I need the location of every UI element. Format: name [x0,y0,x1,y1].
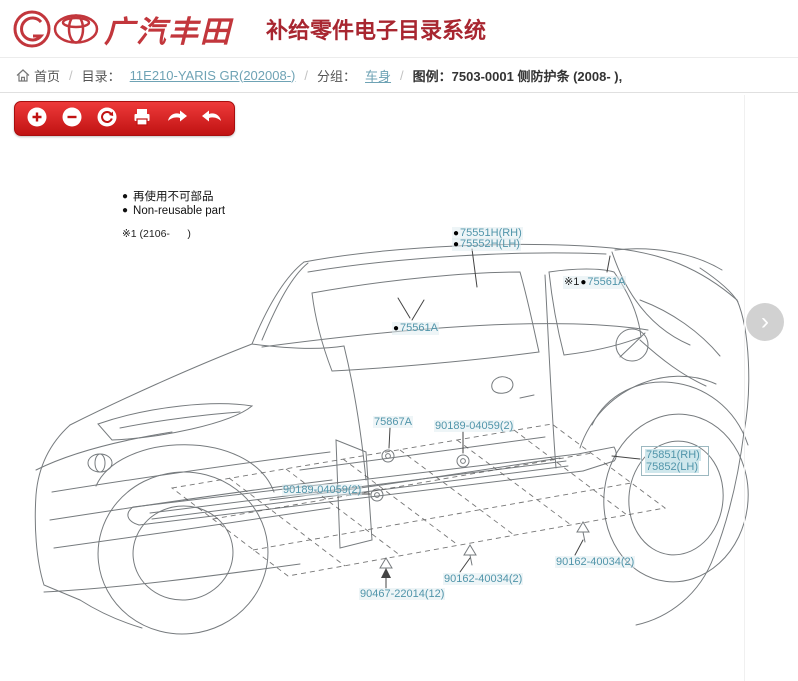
non-reusable-dot-icon: ● [453,239,460,250]
bullet-icon: ● [122,205,129,216]
toyota-logo-icon [53,13,99,44]
part-number-text: 75851(RH) [646,449,700,461]
breadcrumb-separator: / [304,67,308,83]
note-ref-marker: ※1 [564,276,580,288]
home-icon [16,68,30,82]
non-reusable-dot-icon: ● [393,323,400,334]
part-number-text: 75551H(RH) [460,227,522,239]
part-number-text: 90162-40034(2) [444,573,523,585]
part-number-text: 75867A [374,416,412,428]
part-number-label[interactable]: 90189-04059(2) [434,420,515,432]
part-number-label[interactable]: 90467-22014(12) [359,588,446,600]
app-header: 广汽丰田 补给零件电子目录系统 [0,0,798,58]
redo-icon [165,106,189,131]
undo-button[interactable] [200,107,224,131]
legend-text-cn: 再使用不可部品 [133,191,214,203]
print-button[interactable] [130,107,154,131]
bullet-icon: ● [122,191,129,202]
legend-note: ※1 (2106- ) [122,228,191,240]
home-label: 首页 [34,68,61,84]
part-number-label[interactable]: 75851(RH) [645,449,701,461]
legend-text-en: Non-reusable part [133,205,226,217]
part-number-text: 75852(LH) [646,461,698,473]
diagram-toolbar [14,101,235,136]
part-number-label[interactable]: ※1●75561A [563,276,627,289]
part-number-text: 75552H(LH) [460,238,520,250]
breadcrumb-separator: / [400,67,404,83]
gac-logo-icon [13,10,51,47]
part-number-text: 75561A [400,322,438,334]
part-number-label[interactable]: 90189-04059(2) [282,484,363,496]
group-link[interactable]: 车身 [365,68,392,84]
breadcrumb-separator: / [69,67,73,83]
zoom-out-icon [61,106,83,131]
non-reusable-dot-icon: ● [580,277,587,288]
part-number-text: 75561A [587,276,626,288]
part-number-label[interactable]: ●75561A [392,322,439,335]
refresh-icon [96,106,118,131]
non-reusable-dot-icon: ● [453,228,460,239]
part-number-text: 90162-40034(2) [556,556,635,568]
part-number-text: 90189-04059(2) [283,484,362,496]
catalog-link[interactable]: 11E210-YARIS GR(202008-) [129,67,296,83]
home-link[interactable]: 首页 [16,66,60,85]
redo-button[interactable] [165,107,189,131]
catalog-label: 目录： [81,68,121,84]
zoom-in-button[interactable] [25,107,49,131]
group-label: 分组： [317,68,357,84]
next-page-button[interactable]: › [746,303,784,341]
part-number-label[interactable]: ●75551H(RH) [452,227,523,240]
zoom-out-button[interactable] [60,107,84,131]
page-title: 补给零件电子目录系统 [266,17,487,43]
undo-icon [200,106,224,131]
breadcrumb: 首页 / 目录： 11E210-YARIS GR(202008-) / 分组： … [0,58,798,93]
diagram-legend: ● 再使用不可部品 ● Non-reusable part ※1 (2106- … [122,190,225,241]
content-edge-divider [744,95,745,681]
part-number-label[interactable]: ●75552H(LH) [452,238,521,251]
figure-value: 7503-0001 侧防护条 (2008- ), [451,68,623,84]
brand-name: 广汽丰田 [104,15,232,49]
part-number-text: 90467-22014(12) [360,588,445,600]
figure-label: 图例： [412,68,452,84]
part-number-label[interactable]: 90162-40034(2) [555,556,636,568]
part-number-label[interactable]: 75867A [373,416,413,428]
part-number-label[interactable]: 75852(LH) [645,461,699,473]
part-number-label[interactable]: 90162-40034(2) [443,573,524,585]
chevron-right-icon: › [761,308,769,335]
zoom-in-icon [26,106,48,131]
part-number-text: 90189-04059(2) [435,420,514,432]
refresh-button[interactable] [95,107,119,131]
print-icon [131,106,153,131]
